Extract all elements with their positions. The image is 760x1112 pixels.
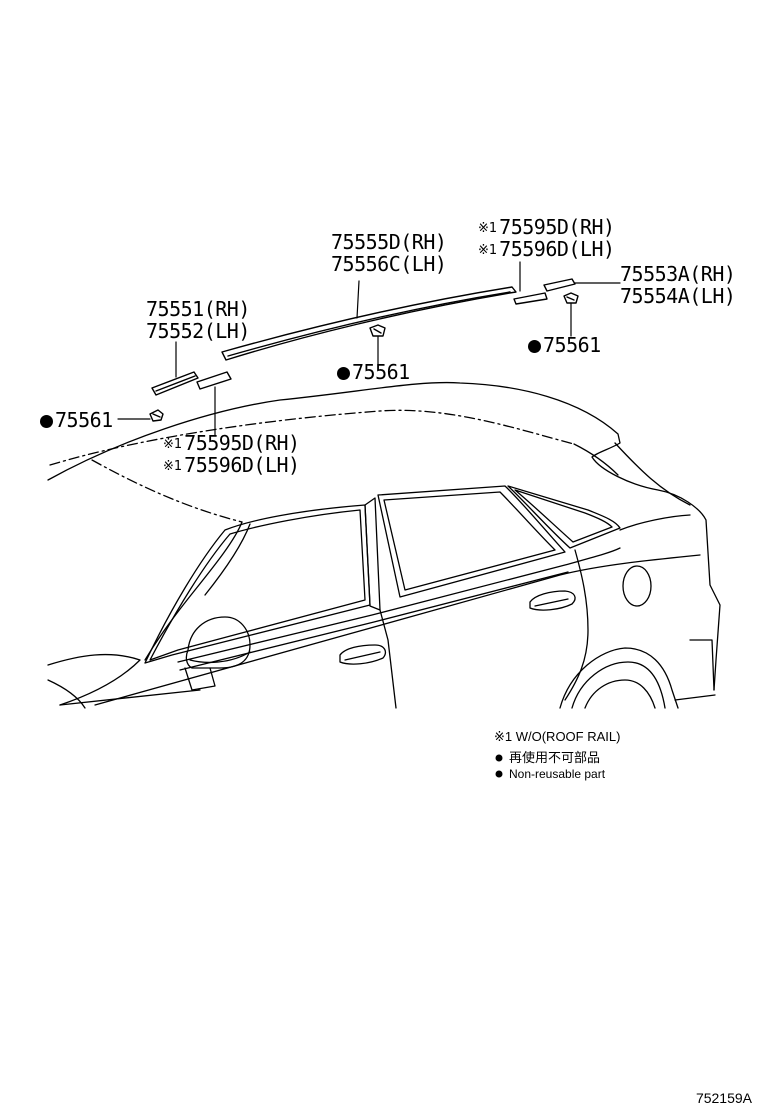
- label-75554A-lh: 75554A(LH): [620, 284, 736, 308]
- part-number: 75596D(LH): [499, 237, 615, 261]
- fuel-door: [622, 565, 652, 607]
- note-marker: ※1: [163, 437, 183, 452]
- part-number: 75595D(RH): [184, 431, 300, 455]
- legend-non-reusable-en: Non-reusable part: [509, 767, 606, 781]
- note-marker: ※1: [478, 243, 498, 258]
- label-75553A-rh: 75553A(RH): [620, 262, 736, 286]
- part-number: 75595D(RH): [499, 215, 615, 239]
- label-75552-lh: 75552(LH): [146, 319, 250, 343]
- rear-wheel-arch: [559, 647, 679, 709]
- part-number: 75561: [352, 360, 410, 384]
- diagram-id: 752159A: [695, 1090, 752, 1106]
- quarter-window: [507, 485, 621, 549]
- clip-right: [563, 292, 579, 304]
- leader-lines: [117, 261, 621, 437]
- label-75561-center: 75561: [337, 361, 410, 383]
- note-marker: ※1: [478, 221, 498, 236]
- front-molding-cover: [196, 371, 232, 390]
- hood-line: [47, 653, 141, 706]
- non-reusable-dot: [40, 415, 53, 428]
- legend-non-reusable-jp: 再使用不可部品: [509, 750, 601, 765]
- clip-center: [369, 324, 386, 337]
- label-75555D-rh: 75555D(RH): [331, 230, 447, 254]
- label-75561-left: 75561: [40, 409, 113, 431]
- rear-molding-piece: [543, 278, 576, 292]
- note-marker: ※1: [163, 459, 183, 474]
- label-75551-rh: 75551(RH): [146, 297, 250, 321]
- part-number: 75596D(LH): [184, 453, 300, 477]
- clip-left: [149, 409, 164, 422]
- rear-molding-cover: [513, 292, 548, 305]
- front-molding-piece: [151, 371, 199, 396]
- roof-drip-molding: [221, 286, 517, 361]
- legend-note-1: ※1 W/O(ROOF RAIL): [494, 729, 621, 744]
- rear-door-window-frame: [377, 485, 566, 598]
- rear-door-handle: [529, 590, 576, 611]
- roof-contour: [47, 381, 721, 691]
- vehicle-body: [47, 381, 721, 709]
- part-number: 75561: [55, 408, 113, 432]
- front-door-handle: [339, 644, 386, 665]
- windshield-edge: [91, 459, 243, 523]
- belt-line: [177, 547, 621, 663]
- non-reusable-dot: [528, 340, 541, 353]
- legend-dot-en: [495, 770, 503, 778]
- front-window-frame: [144, 504, 371, 664]
- part-number: 75561: [543, 333, 601, 357]
- non-reusable-dot: [337, 367, 350, 380]
- legend-dot-jp: [495, 754, 503, 762]
- side-mirror: [185, 616, 251, 669]
- roof-line-dashed: [49, 409, 575, 466]
- label-75556C-lh: 75556C(LH): [331, 252, 447, 276]
- label-75561-right: 75561: [528, 334, 601, 356]
